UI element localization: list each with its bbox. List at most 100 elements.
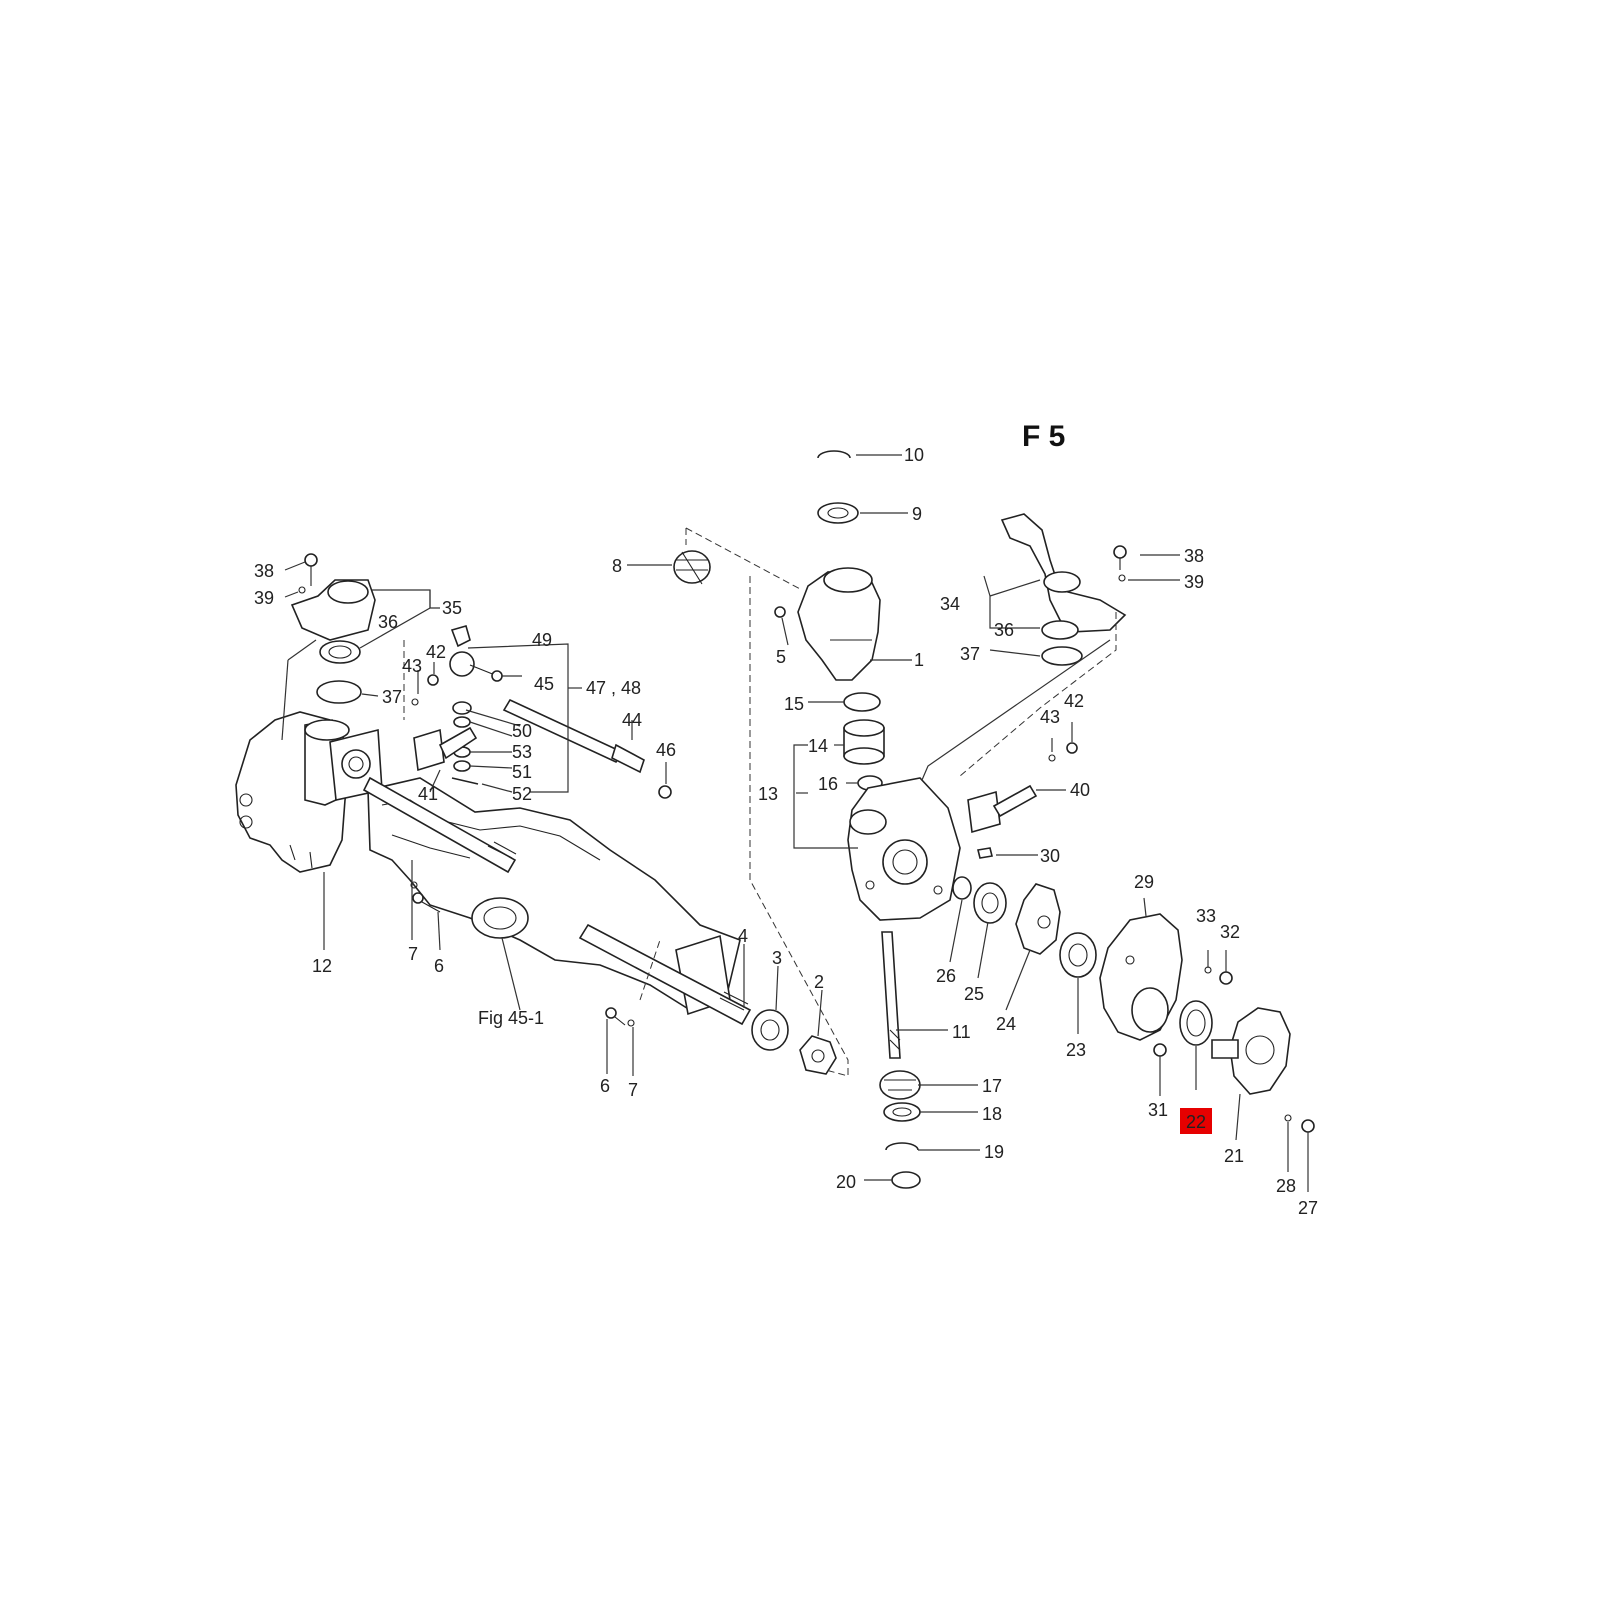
callout-40: 40 [1070, 780, 1090, 800]
right-oring-37 [1041, 646, 1083, 666]
right-knuckle-arm-34 [1000, 513, 1127, 633]
callout-45: 45 [534, 674, 554, 694]
callout-10: 10 [904, 445, 924, 465]
highlight-box [1180, 1108, 1212, 1134]
assembly-guide-lines [403, 527, 1117, 1077]
callout-39-left: 39 [254, 588, 274, 608]
callout-31: 31 [1148, 1100, 1168, 1120]
oil-seal-15 [843, 692, 881, 712]
callout-6-left: 6 [434, 956, 444, 976]
bearing-3 [751, 1009, 789, 1051]
bolts-27-28 [1284, 1114, 1315, 1133]
bevel-gear-24 [1015, 883, 1061, 955]
bearing-9 [817, 502, 859, 524]
callout-13: 13 [758, 784, 778, 804]
callout-38-right: 38 [1184, 546, 1204, 566]
left-bearing-36 [319, 640, 361, 664]
bearing-14 [843, 719, 885, 765]
callout-24: 24 [996, 1014, 1016, 1034]
callout-51: 51 [512, 762, 532, 782]
left-axle-shaft [362, 776, 517, 874]
callout-23: 23 [1066, 1040, 1086, 1060]
left-knuckle-housing [235, 711, 383, 873]
bearing-18 [883, 1102, 921, 1122]
callout-5: 5 [776, 647, 786, 667]
washer-26 [952, 876, 972, 900]
callout-33: 33 [1196, 906, 1216, 926]
callout-52: 52 [512, 784, 532, 804]
callout-37-left: 37 [382, 687, 402, 707]
seal-20 [891, 1171, 921, 1189]
oil-seal-22 [1179, 1000, 1213, 1046]
callout-28: 28 [1276, 1176, 1296, 1196]
callout-7-left: 7 [408, 944, 418, 964]
callout-25: 25 [964, 984, 984, 1004]
knuckle-arm-41 [413, 726, 478, 772]
callout-36-right: 36 [994, 620, 1014, 640]
callout-43-right: 43 [1040, 707, 1060, 727]
callout-21: 21 [1224, 1146, 1244, 1166]
callout-53: 53 [512, 742, 532, 762]
left-kingpin-cap [290, 553, 376, 641]
callout-50: 50 [512, 721, 532, 741]
callout-14: 14 [808, 736, 828, 756]
callout-2: 2 [814, 972, 824, 992]
callout-22: 22 [1186, 1112, 1206, 1132]
callout-49: 49 [532, 630, 552, 650]
callout-26: 26 [936, 966, 956, 986]
callout-29: 29 [1134, 872, 1154, 892]
callout-35: 35 [442, 598, 462, 618]
snap-ring-19 [885, 1142, 919, 1151]
callout-42-left: 42 [426, 642, 446, 662]
callout-19: 19 [984, 1142, 1004, 1162]
callout-8: 8 [612, 556, 622, 576]
gear-17 [879, 1070, 921, 1100]
wheel-hub-21 [1211, 1007, 1291, 1095]
pin-30 [977, 847, 993, 859]
axle-case-29 [1099, 913, 1183, 1041]
upper-housing-1 [774, 567, 881, 681]
callout-44: 44 [622, 710, 642, 730]
callout-3: 3 [772, 948, 782, 968]
callout-7-right: 7 [628, 1080, 638, 1100]
bolts-6-7 [410, 881, 635, 1027]
gear-case-13 [847, 777, 961, 921]
callout-36-left: 36 [378, 612, 398, 632]
figure-reference: Fig 45-1 [478, 1008, 544, 1028]
callout-11: 11 [952, 1022, 971, 1042]
bevel-gear-8 [673, 550, 711, 585]
pinion-shaft-11 [881, 931, 901, 1059]
callout-12: 12 [312, 956, 332, 976]
bearing-23 [1059, 932, 1097, 978]
bearing-25 [973, 882, 1007, 924]
callout-27: 27 [1298, 1198, 1318, 1218]
callout-20: 20 [836, 1172, 856, 1192]
callout-42-right: 42 [1064, 691, 1084, 711]
callout-39-right: 39 [1184, 572, 1204, 592]
figure-title: F 5 [1022, 420, 1065, 453]
callout-1: 1 [914, 650, 924, 670]
leader-lines [281, 454, 1309, 1192]
tie-rod-end-group [411, 625, 503, 785]
bevel-gear-2 [799, 1035, 837, 1075]
callout-34: 34 [940, 594, 960, 614]
callout-17: 17 [982, 1076, 1002, 1096]
callout-labels: 10 9 8 5 1 15 14 16 13 11 17 18 19 20 30… [254, 445, 1318, 1218]
right-knuckle-arm-40 [967, 742, 1078, 834]
callout-9: 9 [912, 504, 922, 524]
callout-41: 41 [418, 784, 438, 804]
snap-ring-10 [817, 450, 851, 459]
highlighted-callout-22[interactable]: 22 [1180, 1108, 1212, 1134]
right-bearing-36 [1041, 620, 1079, 640]
callout-18: 18 [982, 1104, 1002, 1124]
callout-15: 15 [784, 694, 804, 714]
callout-30: 30 [1040, 846, 1060, 866]
callout-47-48: 47 , 48 [586, 678, 641, 698]
callout-38-left: 38 [254, 561, 274, 581]
callout-6-right: 6 [600, 1076, 610, 1096]
tie-rod-44 [502, 698, 672, 799]
left-oring-37 [316, 680, 362, 704]
callout-37-right: 37 [960, 644, 980, 664]
callout-32: 32 [1220, 922, 1240, 942]
